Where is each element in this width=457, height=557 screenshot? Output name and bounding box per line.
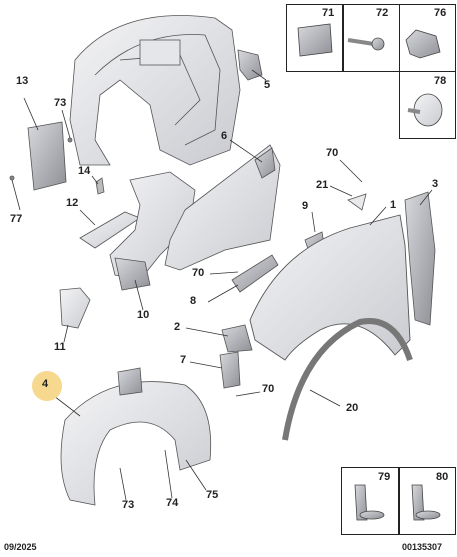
callout-73-upper: 73 xyxy=(54,97,67,109)
callout-75: 75 xyxy=(206,489,219,501)
leader-lines xyxy=(11,69,433,501)
fastener-label-72: 72 xyxy=(376,7,389,19)
cover-plate-part-13 xyxy=(9,121,73,191)
bracket-part-2 xyxy=(221,324,253,353)
callout-9: 9 xyxy=(302,200,309,212)
cap-part-21 xyxy=(347,193,367,211)
fastener-label-71: 71 xyxy=(322,7,335,19)
callout-74: 74 xyxy=(166,497,179,509)
callout-10: 10 xyxy=(137,309,150,321)
callout-11: 11 xyxy=(54,341,66,353)
callout-12: 12 xyxy=(66,197,79,209)
callout-7: 7 xyxy=(180,354,187,366)
fastener-label-76: 76 xyxy=(434,7,447,19)
fastener-label-79: 79 xyxy=(378,471,391,483)
wheel-arch-liner-top xyxy=(69,15,241,166)
callout-4: 4 xyxy=(42,378,49,390)
callout-20: 20 xyxy=(346,402,359,414)
footer-date: 09/2025 xyxy=(4,542,37,552)
callout-73-lower: 73 xyxy=(122,499,135,511)
bracket-part-11 xyxy=(59,287,91,329)
wheel-arch-trim-part-20 xyxy=(282,318,413,441)
callout-70-top: 70 xyxy=(326,147,339,159)
fastener-label-80: 80 xyxy=(436,471,449,483)
fastener-box-top-right xyxy=(399,4,456,72)
clip-part-14 xyxy=(95,177,105,195)
callout-14: 14 xyxy=(78,165,91,177)
callout-5: 5 xyxy=(264,79,271,91)
front-fender-part-1 xyxy=(249,214,411,361)
callout-77: 77 xyxy=(10,213,23,225)
side-member-part-6 xyxy=(164,144,281,271)
seal-part-3 xyxy=(404,191,436,326)
bracket-part-5 xyxy=(237,49,263,81)
highlight-badge-part-4 xyxy=(32,371,62,401)
callout-2: 2 xyxy=(174,321,181,333)
callout-21: 21 xyxy=(316,179,329,191)
footer-reference: 00135307 xyxy=(402,542,443,552)
fastener-icons-top xyxy=(297,23,443,127)
callout-8: 8 xyxy=(190,295,197,307)
fastener-icons-bottom xyxy=(354,484,441,521)
callout-1: 1 xyxy=(390,199,397,211)
callout-3: 3 xyxy=(432,178,439,190)
callout-13: 13 xyxy=(16,75,29,87)
fastener-box-top-divider-1 xyxy=(342,4,344,72)
bracket-part-7 xyxy=(219,351,241,389)
bracket-part-8 xyxy=(231,254,279,293)
callout-6: 6 xyxy=(221,130,228,142)
fastener-box-bottom-divider xyxy=(398,467,400,535)
wheel-arch-liner-part-4 xyxy=(60,367,212,506)
callout-70-lower: 70 xyxy=(262,383,275,395)
fastener-box-right-78 xyxy=(399,71,456,139)
body-structure-part-10 xyxy=(109,171,196,291)
callout-70-middle: 70 xyxy=(192,267,205,279)
fastener-label-78: 78 xyxy=(434,75,447,87)
